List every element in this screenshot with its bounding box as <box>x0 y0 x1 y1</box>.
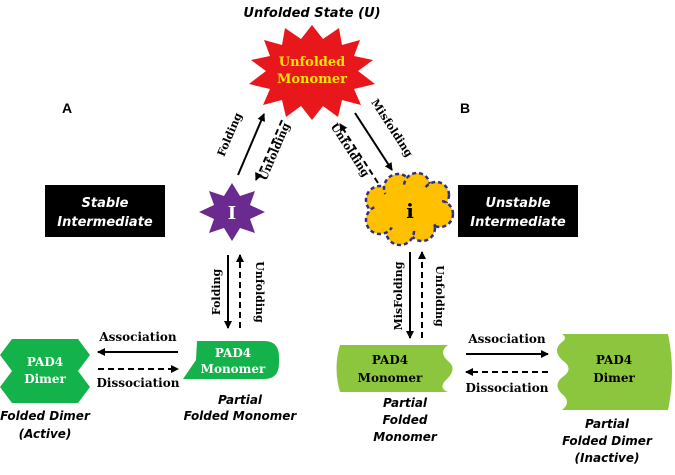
unfolding-arrow-left <box>255 119 283 181</box>
a-monomer-label-1: PAD4 <box>215 346 251 360</box>
b-dimer-shape <box>557 334 672 410</box>
b-dimer-caption-2: Folded Dimer <box>562 434 653 448</box>
a-dimer-shape <box>0 339 90 403</box>
unstable-intermediate-symbol: i <box>406 199 414 223</box>
b-monomer-label-2: Monomer <box>358 371 423 385</box>
unfolding-label-vertical-left: Unfolding <box>253 261 266 323</box>
unstable-intermediate-label-2: Intermediate <box>470 215 566 230</box>
unstable-intermediate-cloud-fill <box>376 187 444 231</box>
unfolded-monomer-label-2: Monomer <box>277 72 347 87</box>
panel-a-label: A <box>62 100 72 116</box>
a-monomer-caption-2: Folded Monomer <box>184 409 298 423</box>
b-monomer-shape <box>336 345 453 392</box>
a-monomer-shape <box>183 341 279 379</box>
b-monomer-caption-3: Monomer <box>373 430 438 444</box>
diagram-title: Unfolded State (U) <box>243 6 380 21</box>
a-dimer-caption-2: (Active) <box>19 427 72 441</box>
a-dimer-caption-1: Folded Dimer <box>0 409 91 423</box>
stable-intermediate-burst <box>199 183 265 241</box>
unfolding-label-vertical-right: Unfolding <box>433 265 446 327</box>
b-dimer-caption-3: (Inactive) <box>575 451 640 465</box>
b-dimer-label-2: Dimer <box>593 371 635 385</box>
folding-label-left: Folding <box>215 111 245 159</box>
stable-intermediate-label-1: Stable <box>82 196 129 211</box>
unfolding-label-left: Unfolding <box>257 121 293 183</box>
a-monomer-label-2: Monomer <box>201 362 266 376</box>
b-dimer-caption-1: Partial <box>585 417 630 431</box>
a-dimer-label-1: PAD4 <box>27 355 63 369</box>
association-label-left: Association <box>98 330 177 344</box>
association-label-right: Association <box>467 332 546 346</box>
dissociation-label-right: Dissociation <box>466 381 549 395</box>
misfolding-label-vertical-right: MisFolding <box>392 261 405 330</box>
a-dimer-label-2: Dimer <box>24 372 66 386</box>
unstable-intermediate-box <box>458 185 578 237</box>
folding-arrow-left <box>237 113 265 176</box>
unfolding-arrow-right <box>339 123 379 184</box>
stable-intermediate-label-2: Intermediate <box>57 215 153 230</box>
b-monomer-caption-2: Folded <box>383 413 428 427</box>
a-monomer-caption-1: Partial <box>218 393 263 407</box>
b-dimer-label-1: PAD4 <box>596 353 632 367</box>
unfolded-monomer-label-1: Unfolded <box>279 55 345 70</box>
unfolded-monomer-burst <box>249 25 375 120</box>
b-monomer-label-1: PAD4 <box>372 353 408 367</box>
b-monomer-caption-1: Partial <box>383 396 428 410</box>
unstable-intermediate-label-1: Unstable <box>485 196 550 211</box>
folding-label-vertical-left: Folding <box>210 269 223 316</box>
dissociation-label-left: Dissociation <box>97 376 180 390</box>
stable-intermediate-symbol: I <box>228 203 236 224</box>
stable-intermediate-box <box>45 185 165 237</box>
panel-b-label: B <box>460 100 470 116</box>
misfolding-label-right: Misfolding <box>368 97 415 160</box>
misfolding-arrow-right <box>354 112 393 171</box>
